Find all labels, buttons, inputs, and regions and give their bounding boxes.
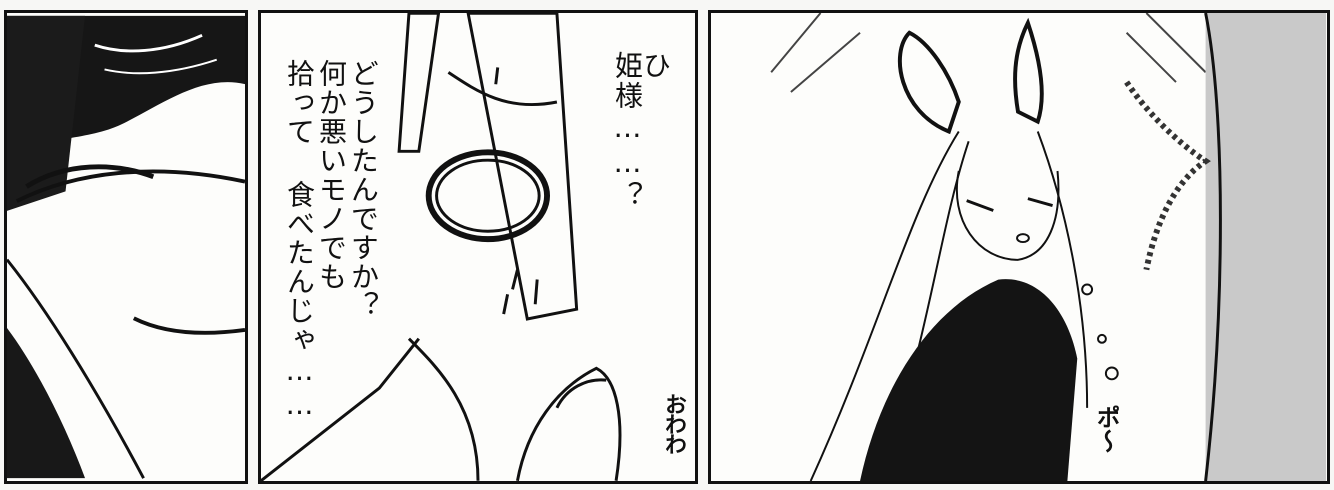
smiling-face-art <box>7 15 245 479</box>
bunny-girl-art <box>770 13 1327 481</box>
speech-line: 拾って 食べたんじゃ…… <box>283 59 316 422</box>
shocked-face-art <box>261 13 622 481</box>
speech-line: 何か悪いモノでも <box>315 59 348 291</box>
speech-line: ひ <box>639 51 672 81</box>
speech-bubble-what-happened: どうしたんですか？ 何か悪いモノでも 拾って 食べたんじゃ…… <box>281 59 380 422</box>
speech-line: 姫様……？ <box>611 51 644 211</box>
panel-left-smiling-face <box>4 10 248 484</box>
sound-effect-owawa: おわわ <box>661 393 686 453</box>
panel-right-bunny-girl: ポ〜 <box>708 10 1330 484</box>
sound-effect-poa: ポ〜 <box>1092 405 1120 453</box>
panel-middle-shocked: ひ 姫様……？ どうしたんですか？ 何か悪いモノでも 拾って 食べたんじゃ…… … <box>258 10 698 484</box>
speech-bubble-hime: ひ 姫様……？ <box>611 51 672 211</box>
speech-line: どうしたんですか？ <box>347 59 380 320</box>
